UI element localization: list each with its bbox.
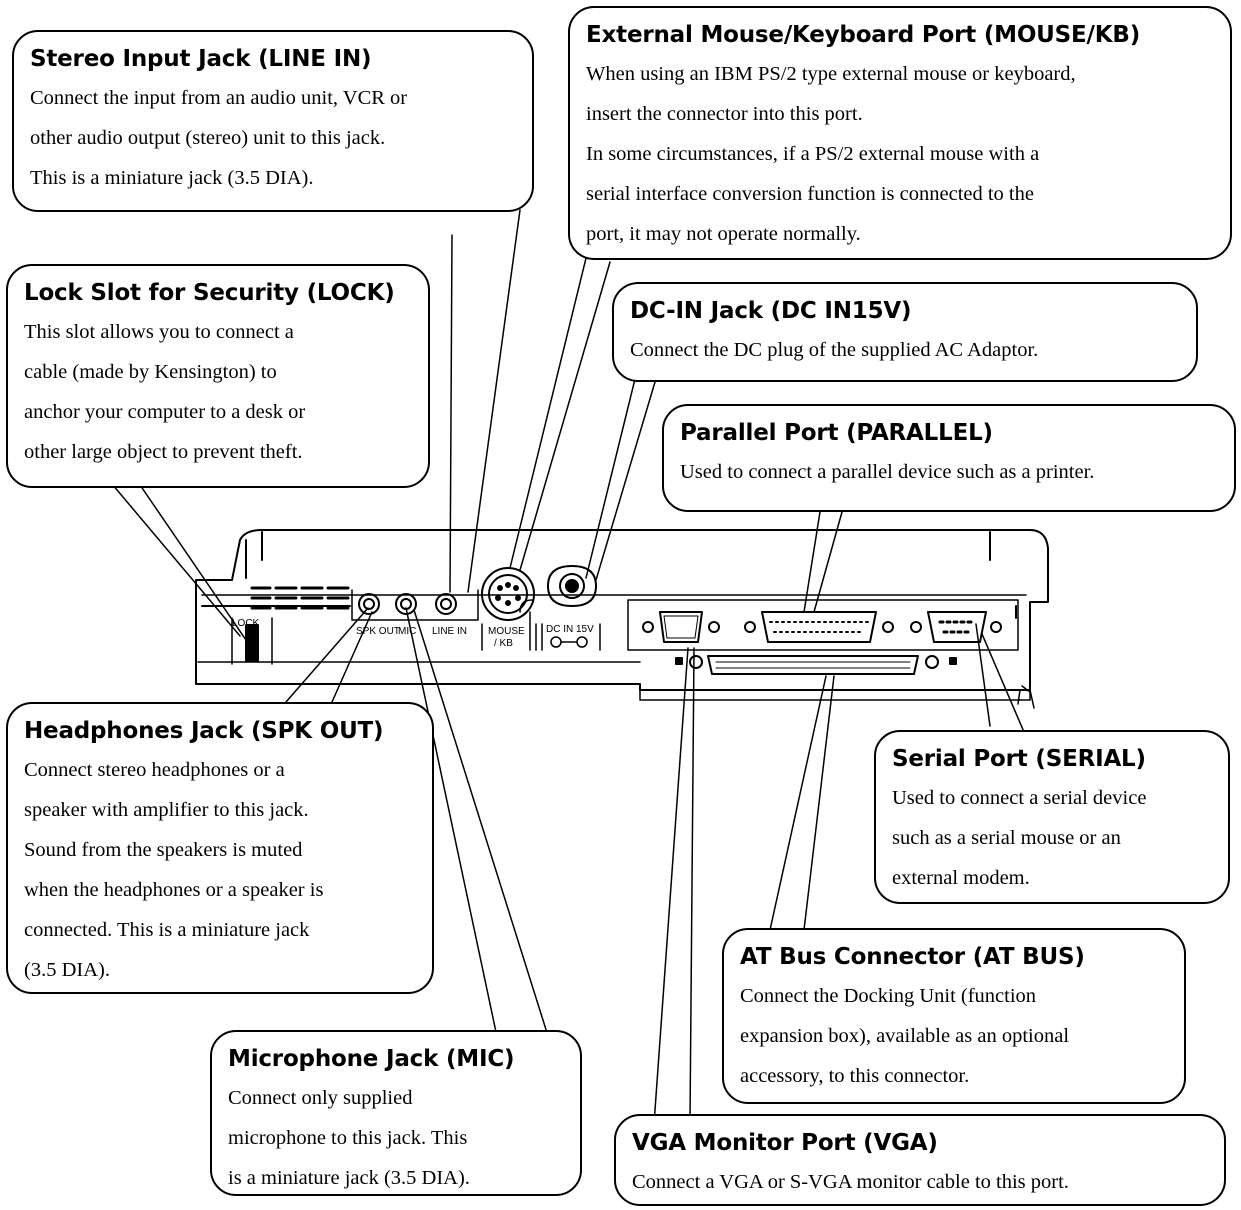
callout-title: Serial Port (SERIAL) (892, 746, 1146, 772)
label-mouse: MOUSE (488, 626, 525, 637)
leader-vga (653, 647, 695, 1125)
vent-grille (250, 586, 350, 610)
leader-spk-out (285, 607, 373, 703)
label-line-in: LINE IN (432, 626, 467, 637)
lock-slot (231, 617, 273, 665)
label-spk-out: SPK OUT (356, 626, 400, 637)
dc-in-port (541, 565, 601, 651)
callout-title: VGA Monitor Port (VGA) (632, 1130, 938, 1156)
callout-title: Microphone Jack (MIC) (228, 1046, 515, 1072)
callout-vga: VGA Monitor Port (VGA) Connect a VGA or … (614, 1114, 1226, 1206)
callout-body: Used to connect a parallel device such a… (680, 461, 1095, 483)
leader-dc-in (585, 374, 656, 581)
parallel-port (744, 611, 894, 643)
callout-title: Stereo Input Jack (LINE IN) (30, 46, 372, 72)
callout-body: Used to connect a serial device such as … (892, 787, 1147, 889)
callout-body: When using an IBM PS/2 type external mou… (586, 63, 1076, 245)
callout-lock: Lock Slot for Security (LOCK) This slot … (6, 264, 430, 488)
laptop-rear-panel (195, 529, 1049, 709)
callout-title: Lock Slot for Security (LOCK) (24, 280, 395, 306)
callout-mouse-kb: External Mouse/Keyboard Port (MOUSE/KB) … (568, 6, 1232, 260)
leader-parallel (803, 511, 843, 613)
callout-at-bus: AT Bus Connector (AT BUS) Connect the Do… (722, 928, 1186, 1104)
callout-body: Connect stereo headphones or a speaker w… (24, 759, 324, 981)
leader-at-bus (769, 675, 835, 931)
audio-jacks (351, 589, 479, 621)
callout-body: Connect a VGA or S-VGA monitor cable to … (632, 1171, 1069, 1193)
leader-mouse-kb (509, 249, 611, 571)
callout-body: Connect the input from an audio unit, VC… (30, 87, 408, 189)
callout-title: DC-IN Jack (DC IN15V) (630, 298, 912, 324)
leader-lock (111, 481, 247, 641)
leader-line-in (449, 209, 521, 593)
leader-lines (111, 209, 1025, 1125)
label-kb: / KB (494, 638, 513, 649)
callout-spk-out: Headphones Jack (SPK OUT) Connect stereo… (6, 702, 434, 994)
callout-body: Connect the Docking Unit (function expan… (740, 985, 1070, 1087)
callout-dc-in: DC-IN Jack (DC IN15V) Connect the DC plu… (612, 282, 1198, 382)
leader-serial (975, 623, 1025, 733)
label-mic: MIC (398, 626, 416, 637)
callout-body: Connect the DC plug of the supplied AC A… (630, 339, 1039, 361)
leader-mic (405, 607, 549, 1037)
callout-title: AT Bus Connector (AT BUS) (740, 944, 1085, 970)
callout-body: This slot allows you to connect a cable … (24, 321, 306, 463)
label-lock: LOCK (232, 618, 260, 629)
serial-port (910, 611, 1002, 643)
callout-body: Connect only supplied microphone to this… (228, 1087, 470, 1189)
mouse-kb-port (481, 567, 537, 651)
callout-line-in: Stereo Input Jack (LINE IN) Connect the … (12, 30, 534, 212)
callout-parallel: Parallel Port (PARALLEL) Used to connect… (662, 404, 1236, 512)
vga-port (642, 611, 720, 643)
at-bus-connector (675, 655, 957, 675)
callout-mic: Microphone Jack (MIC) Connect only suppl… (210, 1030, 582, 1196)
callout-serial: Serial Port (SERIAL) Used to connect a s… (874, 730, 1230, 904)
label-dc-in: DC IN 15V (546, 624, 594, 635)
callout-title: External Mouse/Keyboard Port (MOUSE/KB) (586, 22, 1141, 48)
callout-title: Parallel Port (PARALLEL) (680, 420, 993, 446)
callout-title: Headphones Jack (SPK OUT) (24, 718, 384, 744)
